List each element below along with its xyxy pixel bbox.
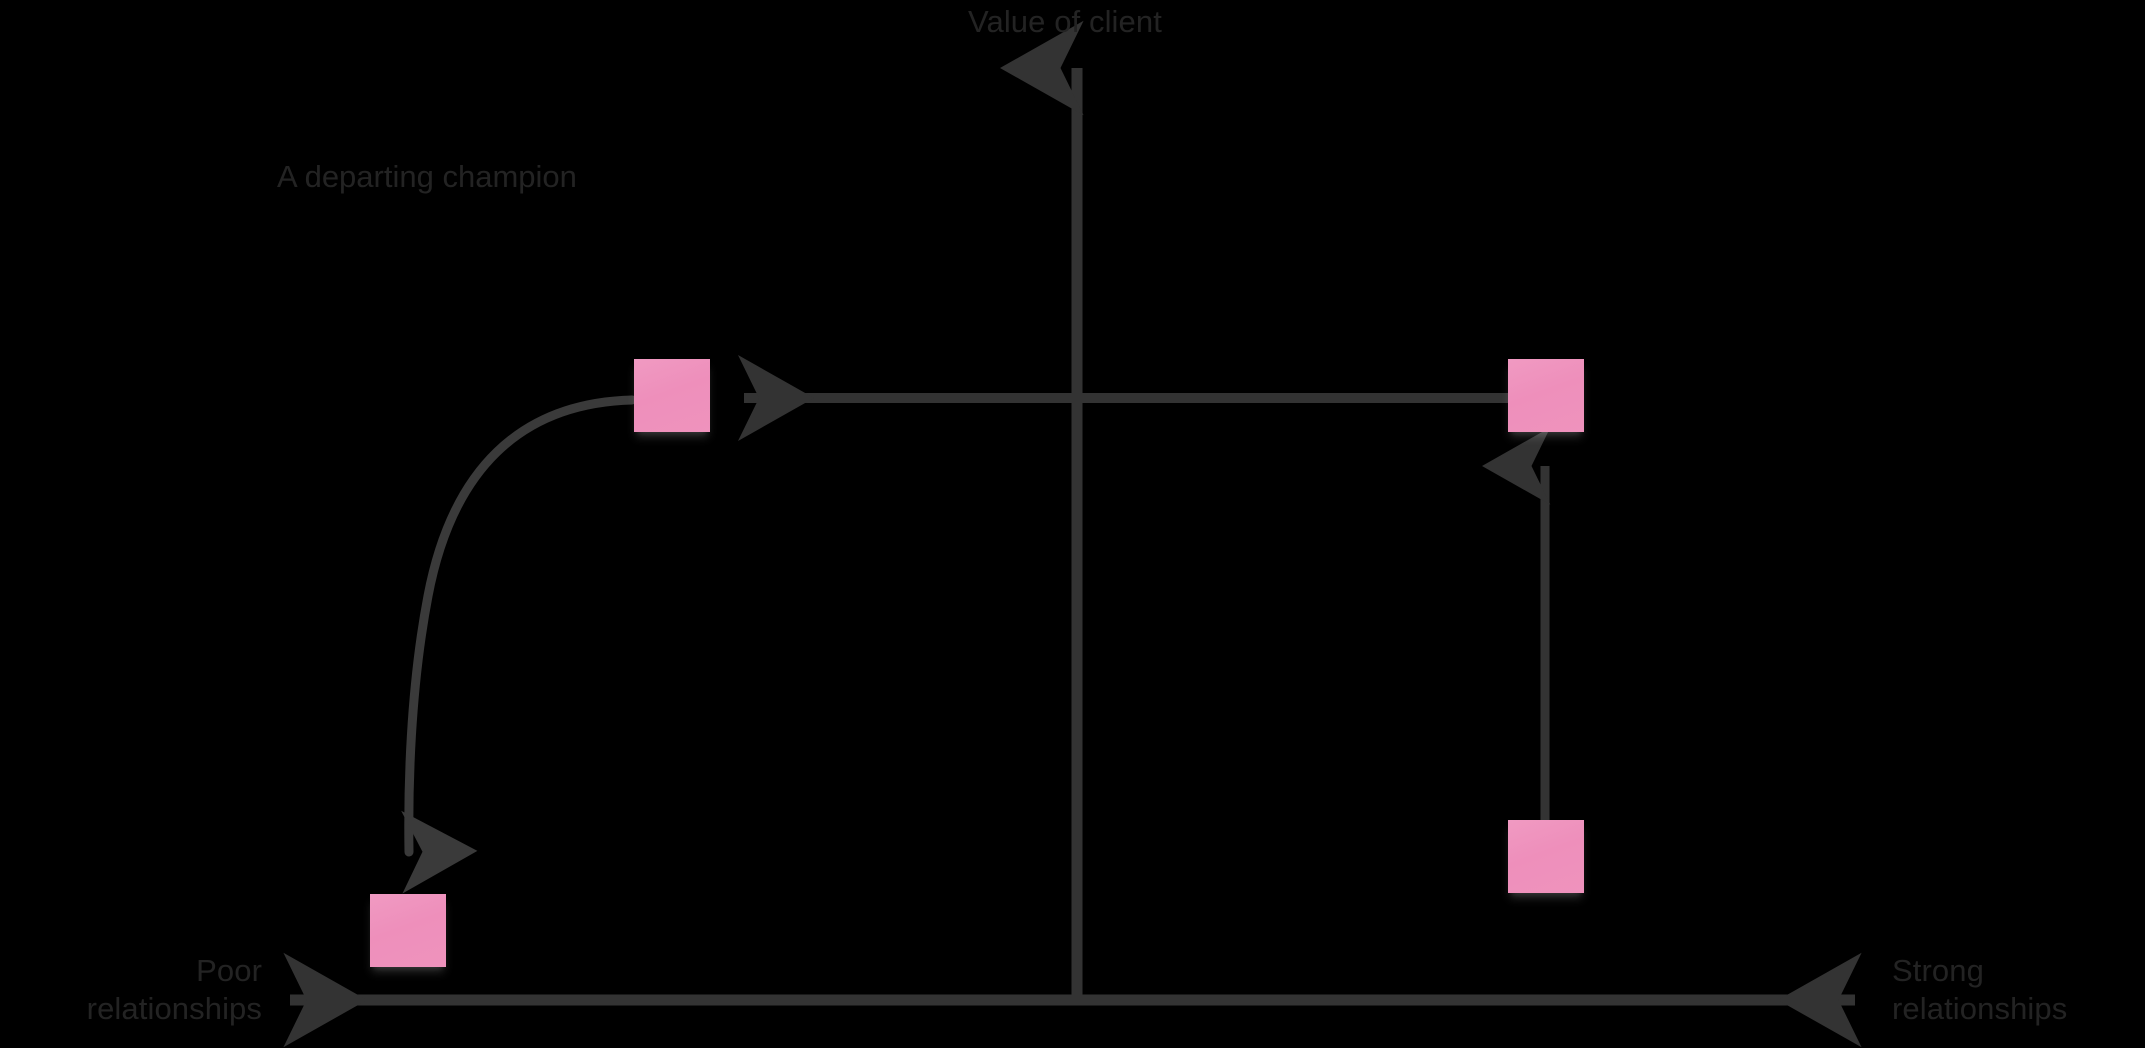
connector-group	[401, 355, 1551, 894]
x-axis-right-label: Strong relationships	[1892, 953, 2068, 1026]
sticky-note-strong-high-value-client[interactable]	[1508, 359, 1584, 432]
annotation-departing-champion: A departing champion	[277, 159, 577, 194]
departing-champion-arrow	[401, 395, 637, 894]
sticky-note-departing-champion-destination[interactable]	[370, 894, 446, 967]
sticky-note-departing-champion-origin[interactable]	[634, 359, 710, 432]
sticky-note-strong-low-value-client[interactable]	[1508, 820, 1584, 893]
y-axis-label: Value of client	[968, 4, 1162, 39]
axis-group	[283, 20, 1862, 1048]
x-axis-left-label: Poor relationships	[86, 953, 262, 1026]
